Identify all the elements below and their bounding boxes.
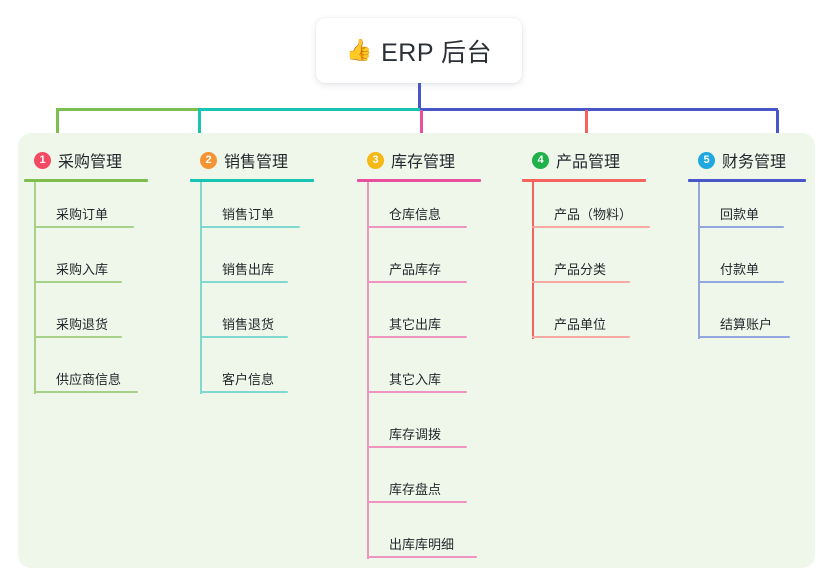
leaf-item-rule — [698, 336, 790, 338]
leaf-item-rule — [34, 226, 134, 228]
branch-number-badge-product: 4 — [532, 151, 549, 169]
root-node-card[interactable]: 👍 ERP 后台 — [316, 18, 522, 83]
leaf-item-rule — [698, 226, 784, 228]
branch-spine-finance — [698, 182, 700, 339]
leaf-item-label: 产品库存 — [389, 262, 442, 277]
leaf-item-label: 销售订单 — [222, 207, 275, 222]
leaf-item-rule — [367, 556, 477, 558]
leaf-item-rule — [200, 226, 300, 228]
thumbs-up-icon: 👍 — [345, 39, 373, 62]
leaf-item-label: 供应商信息 — [56, 372, 122, 387]
leaf-item-label: 产品分类 — [554, 262, 607, 277]
leaf-item-rule — [367, 391, 467, 393]
drop-sales — [198, 110, 201, 137]
leaf-item-label: 销售退货 — [222, 317, 275, 332]
leaf-item-rule — [532, 226, 650, 228]
leaf-item-label: 产品（物料） — [554, 207, 633, 222]
drop-inventory — [420, 110, 423, 137]
leaf-item-rule — [34, 281, 122, 283]
branch-header-rule-sales — [190, 179, 314, 182]
connector-bus-segment-1 — [198, 108, 420, 111]
leaf-item-label: 其它入库 — [389, 372, 442, 387]
leaf-item-rule — [367, 501, 467, 503]
branch-items-product: 产品（物料） 产品分类产品单位 — [522, 182, 682, 347]
branch-title-sales: 销售管理 — [224, 154, 289, 171]
branch-column-inventory: 3 库存管理仓库信息产品库存其它出库其它入库库存调拨库存盘点出库库明细 — [357, 133, 507, 567]
drop-product — [585, 110, 588, 137]
connector-bus-segment-2 — [420, 108, 778, 111]
branch-spine-inventory — [367, 182, 369, 559]
branch-header-sales[interactable]: 2 销售管理 — [190, 147, 340, 173]
leaf-item-label: 库存调拨 — [389, 427, 442, 442]
branch-items-inventory: 仓库信息产品库存其它出库其它入库库存调拨库存盘点出库库明细 — [357, 182, 507, 567]
branch-title-procurement: 采购管理 — [58, 154, 123, 171]
branch-spine-sales — [200, 182, 202, 394]
leaf-item-rule — [200, 391, 288, 393]
branch-spine-product — [532, 182, 534, 339]
leaf-item-label: 采购入库 — [56, 262, 109, 277]
branch-column-procurement: 1 采购管理采购订单采购入库采购退货供应商信息 — [24, 133, 174, 402]
leaf-item-label: 采购订单 — [56, 207, 109, 222]
root-connector-stem — [418, 83, 421, 109]
leaf-item-rule — [34, 336, 122, 338]
branch-header-rule-procurement — [24, 179, 148, 182]
branch-header-procurement[interactable]: 1 采购管理 — [24, 147, 174, 173]
leaf-item-label: 仓库信息 — [389, 207, 442, 222]
branch-title-finance: 财务管理 — [722, 154, 787, 171]
branch-header-inventory[interactable]: 3 库存管理 — [357, 147, 507, 173]
leaf-item-rule — [532, 336, 630, 338]
branch-header-rule-product — [522, 179, 646, 182]
branch-number-badge-inventory: 3 — [367, 151, 384, 169]
leaf-item-label: 采购退货 — [56, 317, 109, 332]
leaf-item-rule — [367, 446, 467, 448]
branch-header-rule-inventory — [357, 179, 481, 182]
page-title: ERP 后台 — [381, 38, 493, 67]
branch-column-finance: 5 财务管理回款单付款单结算账户 — [688, 133, 828, 347]
branch-items-procurement: 采购订单采购入库采购退货供应商信息 — [24, 182, 174, 402]
mindmap-panel: 1 采购管理采购订单采购入库采购退货供应商信息 2 销售管理销售订单销售出库销售退货客… — [18, 133, 815, 568]
branch-title-inventory: 库存管理 — [391, 154, 456, 171]
branch-items-finance: 回款单付款单结算账户 — [688, 182, 828, 347]
leaf-item-rule — [367, 281, 467, 283]
branch-column-product: 4 产品管理产品（物料） 产品分类产品单位 — [522, 133, 682, 347]
drop-procurement — [56, 110, 59, 137]
branch-items-sales: 销售订单销售出库销售退货客户信息 — [190, 182, 340, 402]
leaf-item-rule — [367, 226, 467, 228]
leaf-item-label: 结算账户 — [720, 317, 773, 332]
connector-bus-segment-0 — [56, 108, 198, 111]
branch-number-badge-sales: 2 — [200, 151, 217, 169]
leaf-item-label: 客户信息 — [222, 372, 275, 387]
leaf-item-label: 销售出库 — [222, 262, 275, 277]
leaf-item-label: 库存盘点 — [389, 482, 442, 497]
leaf-item-rule — [200, 281, 288, 283]
leaf-item-rule — [34, 391, 138, 393]
branch-header-rule-finance — [688, 179, 806, 182]
leaf-item-rule — [200, 336, 288, 338]
branch-spine-procurement — [34, 182, 36, 394]
leaf-item-label: 付款单 — [720, 262, 760, 277]
branch-column-sales: 2 销售管理销售订单销售出库销售退货客户信息 — [190, 133, 340, 402]
leaf-item-rule — [532, 281, 630, 283]
leaf-item-label: 其它出库 — [389, 317, 442, 332]
leaf-item-label: 回款单 — [720, 207, 760, 222]
drop-finance — [776, 110, 779, 137]
branch-title-product: 产品管理 — [556, 154, 621, 171]
branch-number-badge-procurement: 1 — [34, 151, 51, 169]
leaf-item-rule — [698, 281, 784, 283]
branch-header-product[interactable]: 4 产品管理 — [522, 147, 682, 173]
leaf-item-label: 产品单位 — [554, 317, 607, 332]
branch-number-badge-finance: 5 — [698, 151, 715, 169]
branch-header-finance[interactable]: 5 财务管理 — [688, 147, 828, 173]
leaf-item-rule — [367, 336, 467, 338]
leaf-item-label: 出库库明细 — [389, 537, 455, 552]
